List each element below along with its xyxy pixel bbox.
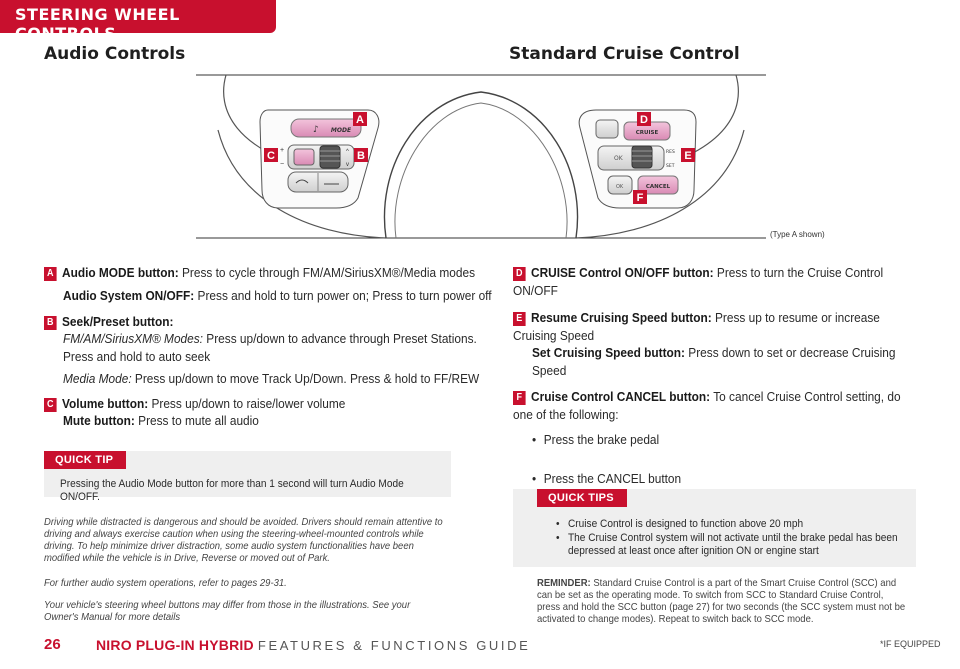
cancel-button bbox=[637, 175, 679, 195]
quick-tip-text: Pressing the Audio Mode button for more … bbox=[60, 478, 404, 503]
svg-text:OK: OK bbox=[614, 155, 624, 162]
badge-a: A bbox=[44, 267, 57, 281]
cancel-button-text: CANCEL bbox=[646, 184, 671, 190]
reminder-note: REMINDER: Standard Cruise Control is a p… bbox=[537, 578, 906, 625]
svg-text:E: E bbox=[684, 150, 691, 162]
item-b-radio: FM/AM/SiriusXM® Modes: Press up/down to … bbox=[63, 331, 477, 364]
item-e-set: Set Cruising Speed button: Press down to… bbox=[532, 345, 896, 378]
callout-f: F bbox=[633, 190, 647, 204]
distraction-warning: Driving while distracted is dangerous an… bbox=[44, 517, 443, 564]
if-equipped-note: *IF EQUIPPED bbox=[880, 639, 941, 649]
cancel-option-brake: Press the brake pedal bbox=[532, 431, 892, 449]
page-number: 26 bbox=[44, 636, 61, 653]
item-c-mute: Mute button: Press to mute all audio bbox=[63, 413, 259, 428]
further-operations-note: For further audio system operations, ref… bbox=[44, 578, 287, 589]
quick-tip-item-2: The Cruise Control system will not activ… bbox=[556, 532, 906, 558]
cancel-option-button: Press the CANCEL button bbox=[532, 470, 892, 488]
badge-d: D bbox=[513, 267, 526, 281]
badge-f: F bbox=[513, 391, 526, 405]
item-a-audio-power: Audio System ON/OFF: Press and hold to t… bbox=[63, 288, 492, 303]
mode-button bbox=[290, 118, 362, 138]
badge-c: C bbox=[44, 398, 57, 412]
item-b-media: Media Mode: Press up/down to move Track … bbox=[63, 371, 480, 386]
wheel-hub bbox=[383, 91, 579, 239]
badge-e: E bbox=[513, 312, 526, 326]
badge-b: B bbox=[44, 316, 57, 330]
svg-text:SET: SET bbox=[666, 163, 675, 169]
section-tab-label: STEERING WHEEL CONTROLS bbox=[15, 5, 180, 43]
steering-wheel-illustration: MODE ♪ + − ^ v CRUISE OK RES SET OK CANCEL… bbox=[196, 74, 766, 239]
svg-text:C: C bbox=[267, 150, 275, 162]
svg-text:−: − bbox=[280, 161, 284, 168]
svg-text:OK: OK bbox=[616, 184, 624, 190]
callout-e: E bbox=[681, 148, 695, 162]
section-tab: STEERING WHEEL CONTROLS bbox=[0, 0, 276, 43]
guide-title: NIRO PLUG-IN HYBRID FEATURES & FUNCTIONS… bbox=[96, 637, 531, 653]
guide-subtitle: FEATURES & FUNCTIONS GUIDE bbox=[257, 638, 531, 653]
res-set-wheel bbox=[631, 145, 653, 169]
illustration-caption: (Type A shown) bbox=[770, 230, 825, 239]
callout-a: A bbox=[353, 112, 367, 126]
cruise-control-title: Standard Cruise Control bbox=[509, 44, 740, 64]
svg-text:D: D bbox=[640, 114, 648, 126]
svg-text:RES: RES bbox=[666, 149, 675, 155]
svg-text:♪: ♪ bbox=[313, 125, 319, 135]
cruise-button-text: CRUISE bbox=[636, 130, 659, 136]
svg-text:+: + bbox=[280, 147, 284, 154]
buttons-differ-note: Your vehicle's steering wheel buttons ma… bbox=[44, 600, 411, 623]
svg-text:F: F bbox=[637, 192, 644, 204]
callout-d: D bbox=[637, 112, 651, 126]
quick-tips-label: QUICK TIPS bbox=[537, 489, 627, 507]
mode-button-text: MODE bbox=[331, 127, 352, 134]
mute-button bbox=[293, 148, 315, 166]
callout-c: C bbox=[264, 148, 278, 162]
callout-b: B bbox=[354, 148, 368, 162]
svg-text:B: B bbox=[357, 150, 365, 162]
quick-tip-label: QUICK TIP bbox=[44, 451, 126, 469]
svg-text:A: A bbox=[356, 114, 364, 126]
quick-tip-item-1: Cruise Control is designed to function a… bbox=[556, 518, 906, 531]
seek-wheel bbox=[319, 145, 341, 169]
svg-text:v: v bbox=[346, 162, 349, 168]
svg-text:^: ^ bbox=[346, 149, 349, 155]
audio-controls-title: Audio Controls bbox=[44, 44, 186, 64]
